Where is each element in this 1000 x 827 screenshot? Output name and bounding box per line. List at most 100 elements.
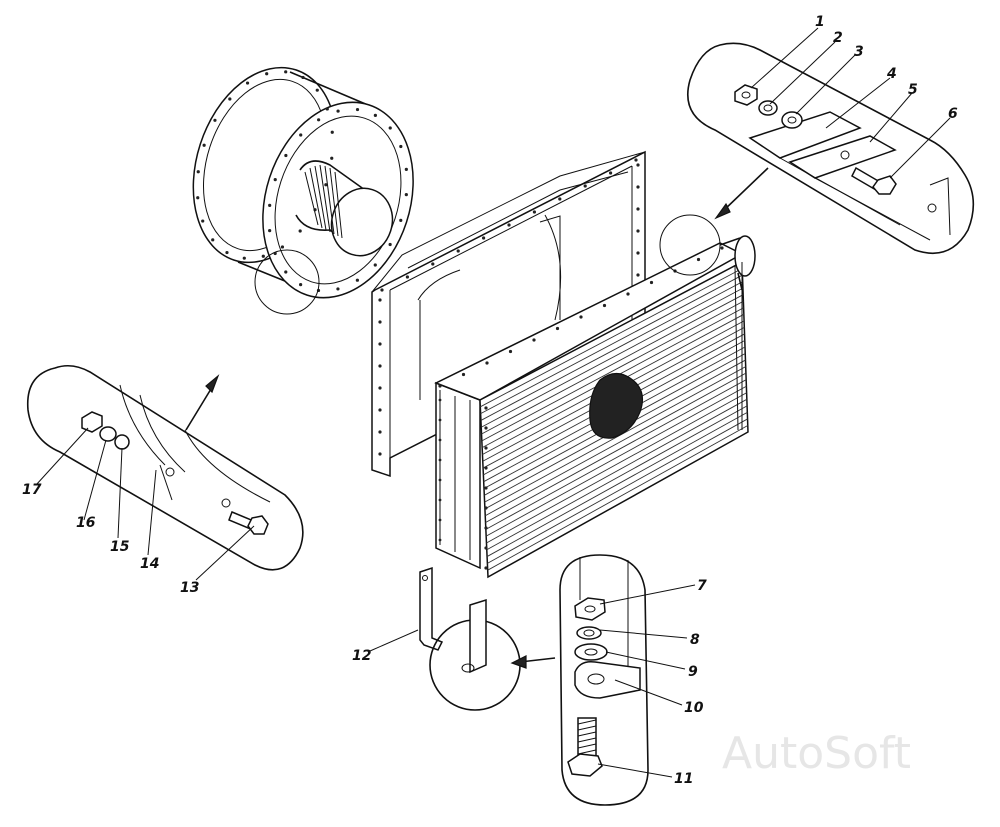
- bolt-hole: [482, 236, 486, 240]
- bolt-hole: [202, 143, 206, 147]
- bolt-hole: [583, 184, 587, 188]
- fin-line: [481, 300, 744, 442]
- bracket-icon: [419, 566, 444, 651]
- bolt-hole: [273, 178, 277, 182]
- bolt-hole: [461, 372, 466, 377]
- bolt-hole: [336, 109, 340, 113]
- bolt-hole: [299, 133, 303, 137]
- hub-ribs: [304, 164, 343, 239]
- core-cutaway: [589, 372, 643, 439]
- bolt-hole: [298, 229, 302, 233]
- fin-line: [486, 398, 748, 544]
- fan-shroud: [192, 66, 414, 315]
- callout-7: 7: [697, 578, 707, 594]
- bolt-hole: [355, 278, 359, 282]
- bolt-hole: [378, 452, 382, 456]
- bolt-hole: [484, 446, 488, 450]
- detail-top-right: [686, 42, 975, 254]
- bolt-hole: [225, 250, 229, 255]
- bolt-hole: [280, 245, 285, 249]
- bolt-hole: [196, 170, 200, 174]
- bolt-hole: [373, 113, 377, 117]
- bolt-hole: [284, 70, 288, 74]
- callout-17: 17: [22, 482, 42, 498]
- bolt-hole: [720, 246, 724, 250]
- bolt-hole: [201, 219, 205, 223]
- fin-line: [485, 385, 747, 530]
- bolt-hole: [196, 196, 200, 200]
- bolt-hole: [380, 288, 384, 292]
- fin-line: [485, 392, 747, 537]
- bolt-hole: [696, 257, 701, 262]
- bolt-hole: [484, 406, 488, 410]
- bolt-hole: [399, 218, 403, 222]
- bolt-hole: [636, 251, 640, 255]
- bolt-hole: [336, 287, 340, 291]
- bolt-hole: [268, 229, 272, 233]
- bolt-hole: [404, 167, 408, 171]
- radiator-core: [434, 214, 756, 579]
- bolt-hole: [602, 303, 607, 308]
- bolt-hole: [508, 349, 513, 354]
- fin-line: [485, 372, 747, 517]
- core-bolt-holes: [438, 246, 724, 570]
- bolt-hole: [555, 326, 560, 331]
- bolt-hole: [484, 566, 488, 570]
- bolt-hole: [636, 207, 640, 211]
- watermark: AutoSoft: [722, 728, 911, 779]
- bolt-hole: [609, 171, 613, 175]
- bolt-hole: [438, 478, 442, 482]
- nut-icon: [734, 84, 758, 106]
- nut-icon-bottom: [574, 597, 606, 621]
- bolt-hole: [378, 430, 382, 434]
- bolt-hole: [532, 210, 537, 214]
- flange-bolt-holes: [196, 70, 408, 293]
- bolt-hole: [378, 364, 382, 368]
- bolt-hole: [456, 249, 460, 253]
- bolt-hole: [284, 270, 288, 274]
- bolt-hole: [242, 256, 246, 260]
- fin-line: [487, 425, 748, 571]
- fin-line: [480, 268, 743, 408]
- bolt-hole: [378, 320, 382, 324]
- bolt-hole: [211, 238, 215, 242]
- bolt-hole: [399, 144, 403, 149]
- bolt-hole: [438, 438, 442, 442]
- washer-icon: [781, 111, 803, 129]
- detail-left: [26, 364, 304, 571]
- bolt-hole: [484, 486, 488, 490]
- bolt-hole: [315, 88, 319, 92]
- bolt-hole: [330, 156, 334, 160]
- bolt-hole: [507, 223, 511, 227]
- bolt-hole: [284, 153, 288, 158]
- lock-washer-icon: [758, 100, 778, 116]
- bolt-hole: [405, 275, 409, 279]
- bolt-hole: [636, 185, 640, 189]
- callout-6: 6: [948, 106, 958, 122]
- bolt-head-icon: [567, 753, 603, 777]
- bolt-hole: [378, 386, 382, 390]
- bolt-hole: [579, 315, 583, 319]
- bolt-hole: [388, 242, 392, 247]
- bolt-hole: [268, 203, 272, 207]
- bolt-hole: [634, 158, 638, 162]
- callout-14: 14: [140, 556, 159, 572]
- bolt-hole: [261, 254, 265, 258]
- bolt-hole: [438, 518, 442, 522]
- bolt-hole: [438, 418, 442, 422]
- bolt-hole: [438, 538, 442, 542]
- callout-15: 15: [110, 539, 130, 555]
- bolt-hole: [636, 273, 640, 277]
- fin-line: [487, 418, 748, 564]
- bolt-hole: [378, 408, 382, 412]
- callout-labels: 1 2 3 4 5 6 7 8 9 10 11 12 13 14 15 16 1…: [22, 14, 958, 787]
- fin-line: [486, 411, 748, 557]
- callout-11: 11: [674, 771, 693, 787]
- callout-16: 16: [76, 515, 96, 531]
- callout-3: 3: [854, 44, 864, 60]
- detail-circle-shroud: [254, 249, 320, 315]
- callout-13: 13: [180, 580, 199, 596]
- callout-12: 12: [352, 648, 371, 664]
- bolt-hole: [404, 193, 408, 197]
